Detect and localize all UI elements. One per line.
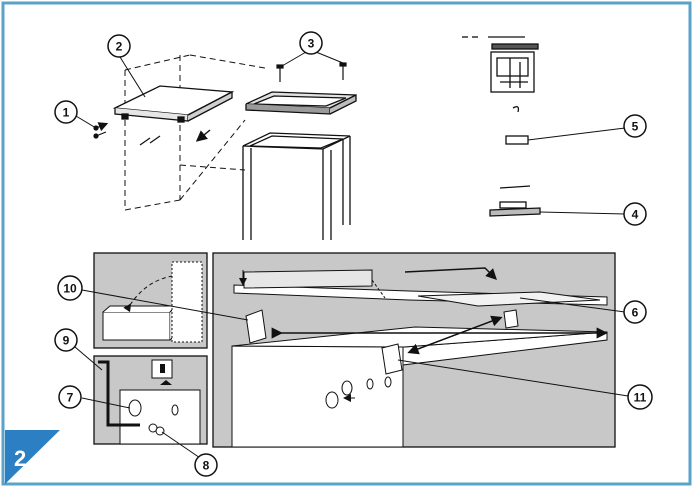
callout-2: 2 bbox=[107, 34, 131, 58]
callout-lines bbox=[74, 51, 629, 463]
svg-text:8: 8 bbox=[203, 459, 210, 473]
inset-bottom-left bbox=[93, 355, 208, 445]
svg-text:4: 4 bbox=[632, 208, 639, 222]
svg-text:2: 2 bbox=[116, 40, 123, 54]
callout-8: 8 bbox=[194, 453, 218, 477]
dashed-guides bbox=[124, 54, 266, 211]
callout-4: 4 bbox=[623, 202, 647, 226]
callout-7: 7 bbox=[58, 385, 82, 409]
svg-text:11: 11 bbox=[634, 391, 647, 405]
svg-text:5: 5 bbox=[632, 120, 639, 134]
screws-left bbox=[93, 122, 161, 146]
cabinet-body bbox=[242, 132, 351, 240]
svg-text:1: 1 bbox=[63, 106, 70, 120]
step-badge: 2 bbox=[5, 430, 60, 484]
callout-5: 5 bbox=[623, 114, 647, 138]
svg-text:10: 10 bbox=[63, 282, 77, 296]
screws-top bbox=[276, 62, 347, 82]
callout-9: 9 bbox=[54, 328, 78, 352]
callout-6: 6 bbox=[623, 300, 647, 324]
svg-text:6: 6 bbox=[632, 306, 639, 320]
callout-1: 1 bbox=[54, 100, 78, 124]
top-scene bbox=[93, 36, 541, 240]
mounting-frame bbox=[245, 91, 357, 115]
svg-text:9: 9 bbox=[63, 334, 70, 348]
svg-text:3: 3 bbox=[308, 37, 315, 51]
callout-11: 11 bbox=[627, 384, 653, 410]
callout-3: 3 bbox=[299, 31, 323, 55]
inset-top-left bbox=[93, 252, 208, 349]
cover-plate bbox=[112, 85, 235, 123]
callout-10: 10 bbox=[57, 275, 83, 301]
svg-text:7: 7 bbox=[67, 391, 74, 405]
main-panel bbox=[212, 252, 616, 448]
fastener-detail bbox=[462, 36, 541, 217]
svg-text:2: 2 bbox=[14, 446, 26, 471]
